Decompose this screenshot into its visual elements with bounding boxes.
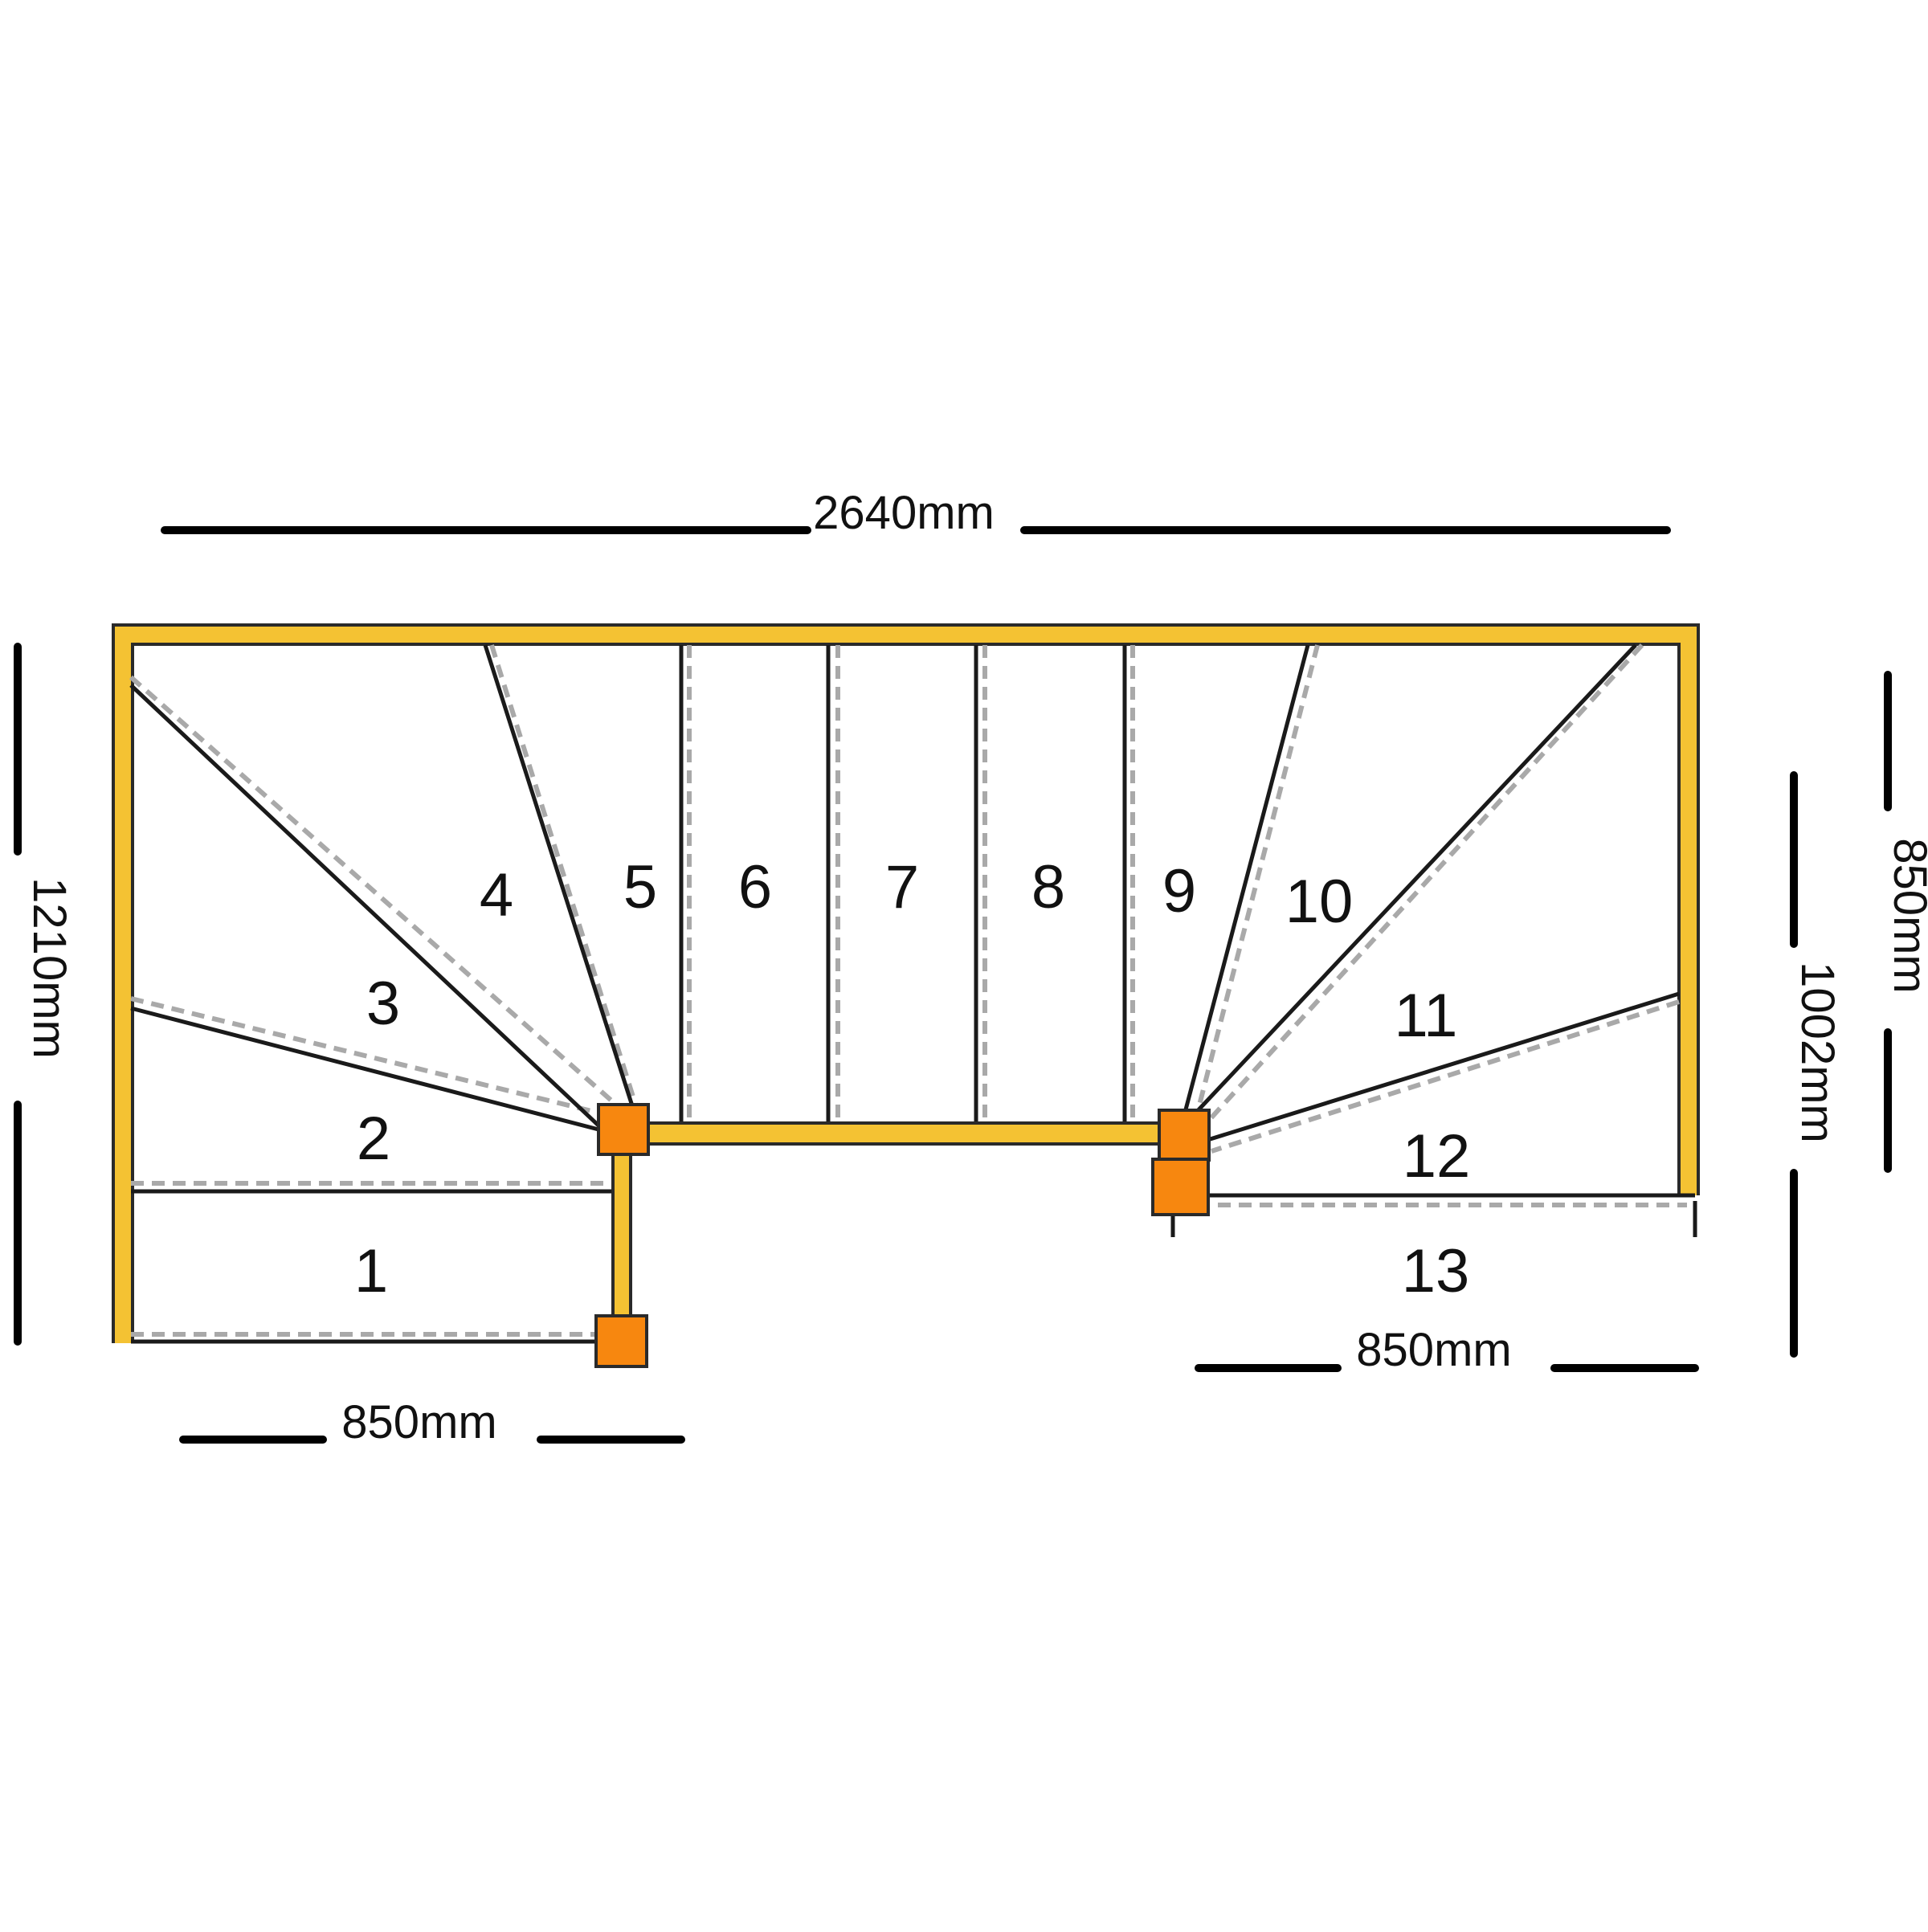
- tread-line: [129, 684, 600, 1127]
- post-right-lower: [1151, 1158, 1210, 1216]
- dimension-top: 2640mm: [161, 487, 1671, 539]
- step-number: 7: [885, 853, 919, 921]
- dimension-bottom-left: 850mm: [179, 1396, 685, 1448]
- handrails: [611, 1121, 1174, 1329]
- frame-yellow: [115, 627, 1697, 1343]
- step-numbers: 1 2 3 4 5 6 7 8 9 10 11 12 13: [354, 853, 1470, 1305]
- tread-line: [130, 1006, 599, 1132]
- step-number: 2: [357, 1105, 390, 1173]
- step-number: 10: [1285, 868, 1354, 936]
- dimension-label-bottom-left-width: 850mm: [341, 1396, 496, 1448]
- tread-line: [1191, 643, 1637, 1118]
- step-number: 6: [738, 853, 772, 921]
- step-number: 11: [1395, 982, 1458, 1050]
- step-number: 8: [1031, 853, 1065, 921]
- post-left-lower: [594, 1314, 648, 1368]
- post-right-upper: [1158, 1109, 1211, 1162]
- dimension-label-right-inner-height: 1002mm: [1791, 962, 1844, 1143]
- dimension-label-right-outer-height: 850mm: [1884, 838, 1928, 993]
- step-number: 3: [366, 970, 400, 1038]
- dimension-label-bottom-right-width: 850mm: [1356, 1324, 1511, 1376]
- posts: [594, 1103, 1211, 1368]
- dimension-label-left-height: 1210mm: [23, 877, 76, 1059]
- step-number: 9: [1162, 857, 1196, 925]
- dimension-right-inner: 1002mm: [1790, 771, 1844, 1358]
- handrail-horizontal: [641, 1121, 1174, 1146]
- stair-frame: [112, 623, 1700, 1343]
- step-number: 1: [354, 1237, 388, 1305]
- post-left-upper: [597, 1103, 650, 1156]
- dimension-label-top-width: 2640mm: [813, 487, 995, 539]
- step-number: 5: [623, 853, 657, 921]
- handrail-vertical: [611, 1147, 632, 1329]
- step-number: 13: [1402, 1237, 1470, 1305]
- dimension-right-outer: 850mm: [1884, 671, 1928, 1173]
- step-number: 12: [1403, 1122, 1471, 1191]
- tread-line: [1204, 991, 1680, 1143]
- tread-line: [1183, 644, 1310, 1113]
- tread-line: [483, 644, 637, 1114]
- dimension-bottom-right: 850mm: [1195, 1324, 1699, 1376]
- step-number: 4: [480, 861, 513, 929]
- tread-lines: [129, 643, 1697, 1344]
- dimension-left: 1210mm: [14, 643, 76, 1346]
